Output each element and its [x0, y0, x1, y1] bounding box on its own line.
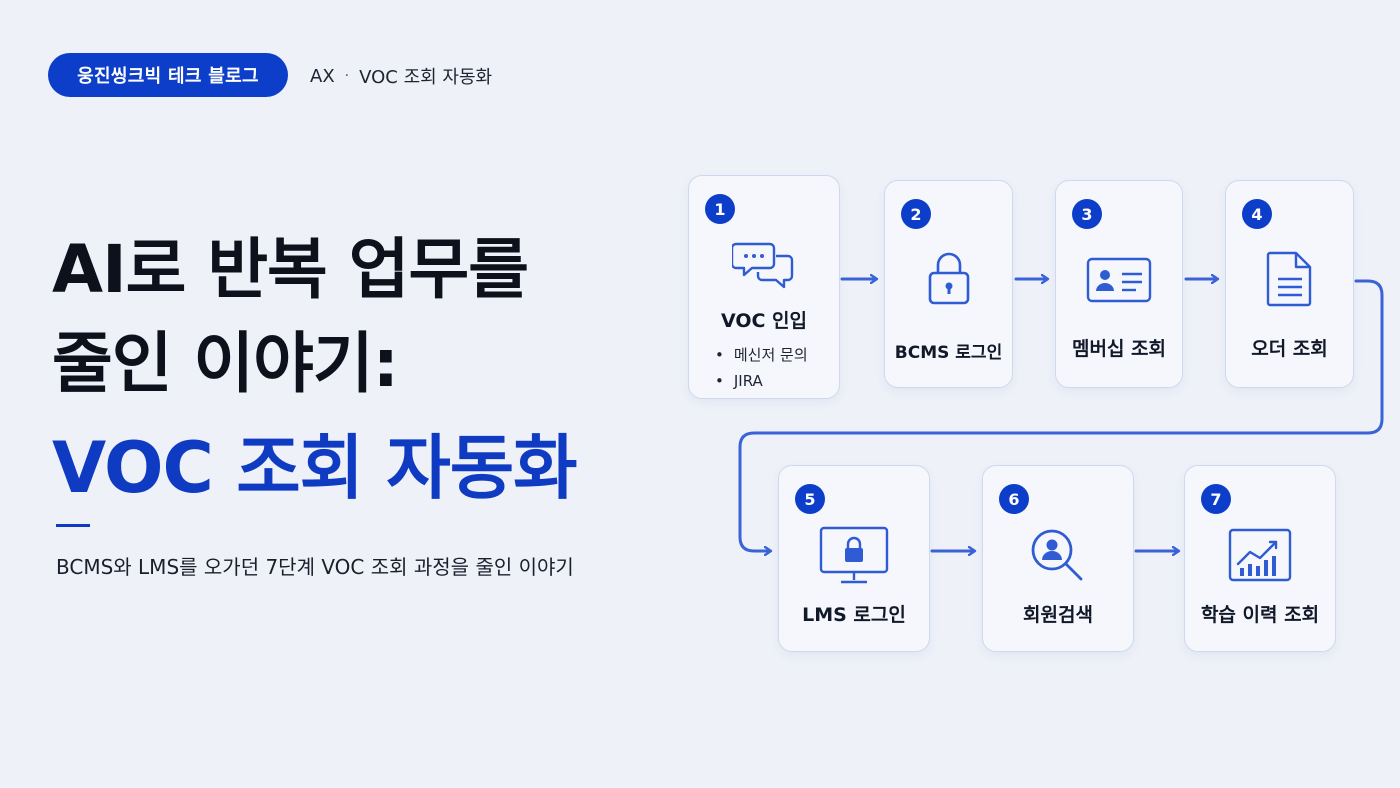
crumb-section: AX	[310, 65, 335, 87]
step-label: 회원검색	[1023, 604, 1093, 626]
id-card-icon	[1086, 257, 1152, 303]
step-number: 6	[999, 484, 1029, 514]
lock-icon	[928, 252, 969, 305]
step-card-7: 7 학습 이력 조회	[1184, 465, 1336, 652]
step-number: 1	[705, 194, 735, 224]
chat-bubbles-icon	[732, 242, 794, 289]
bullet-item: 메신저 문의	[715, 342, 808, 368]
user-search-icon	[1031, 529, 1083, 581]
monitor-lock-icon	[819, 526, 889, 584]
step-label: LMS 로그인	[802, 604, 906, 626]
step-card-2: 2 BCMS 로그인	[884, 180, 1013, 388]
step-card-3: 3 멤버십 조회	[1055, 180, 1183, 388]
breadcrumb: AX · VOC 조회 자동화	[310, 63, 492, 89]
blog-badge[interactable]: 웅진씽크빅 테크 블로그	[48, 53, 288, 97]
step-bullet-list: 메신저 문의 JIRA	[715, 342, 808, 394]
step-label: 오더 조회	[1251, 338, 1328, 360]
bullet-item: JIRA	[715, 368, 808, 394]
hero-title-line-2: 줄인 이야기:	[52, 325, 399, 402]
growth-chart-icon	[1228, 528, 1292, 582]
step-number: 3	[1072, 199, 1102, 229]
step-card-5: 5 LMS 로그인	[778, 465, 930, 652]
step-label: BCMS 로그인	[894, 343, 1003, 363]
step-number: 7	[1201, 484, 1231, 514]
step-label: 멤버십 조회	[1071, 338, 1166, 360]
crumb-separator: ·	[344, 68, 350, 84]
step-label: 학습 이력 조회	[1200, 604, 1320, 626]
step-card-6: 6 회원검색	[982, 465, 1134, 652]
step-number: 5	[795, 484, 825, 514]
hero-subtitle: BCMS와 LMS를 오가던 7단계 VOC 조회 과정을 줄인 이야기	[56, 555, 574, 579]
document-icon	[1266, 251, 1311, 307]
title-divider	[56, 524, 90, 527]
step-card-1: 1 VOC 인입 메신저 문의 JIRA	[688, 175, 840, 399]
step-card-4: 4 오더 조회	[1225, 180, 1354, 388]
step-number: 4	[1242, 199, 1272, 229]
step-number: 2	[901, 199, 931, 229]
step-label: VOC 인입	[720, 310, 808, 332]
hero-title-line-1: AI로 반복 업무를	[52, 231, 529, 308]
crumb-topic: VOC 조회 자동화	[359, 67, 493, 88]
hero-title-line-3: VOC 조회 자동화	[52, 427, 578, 509]
